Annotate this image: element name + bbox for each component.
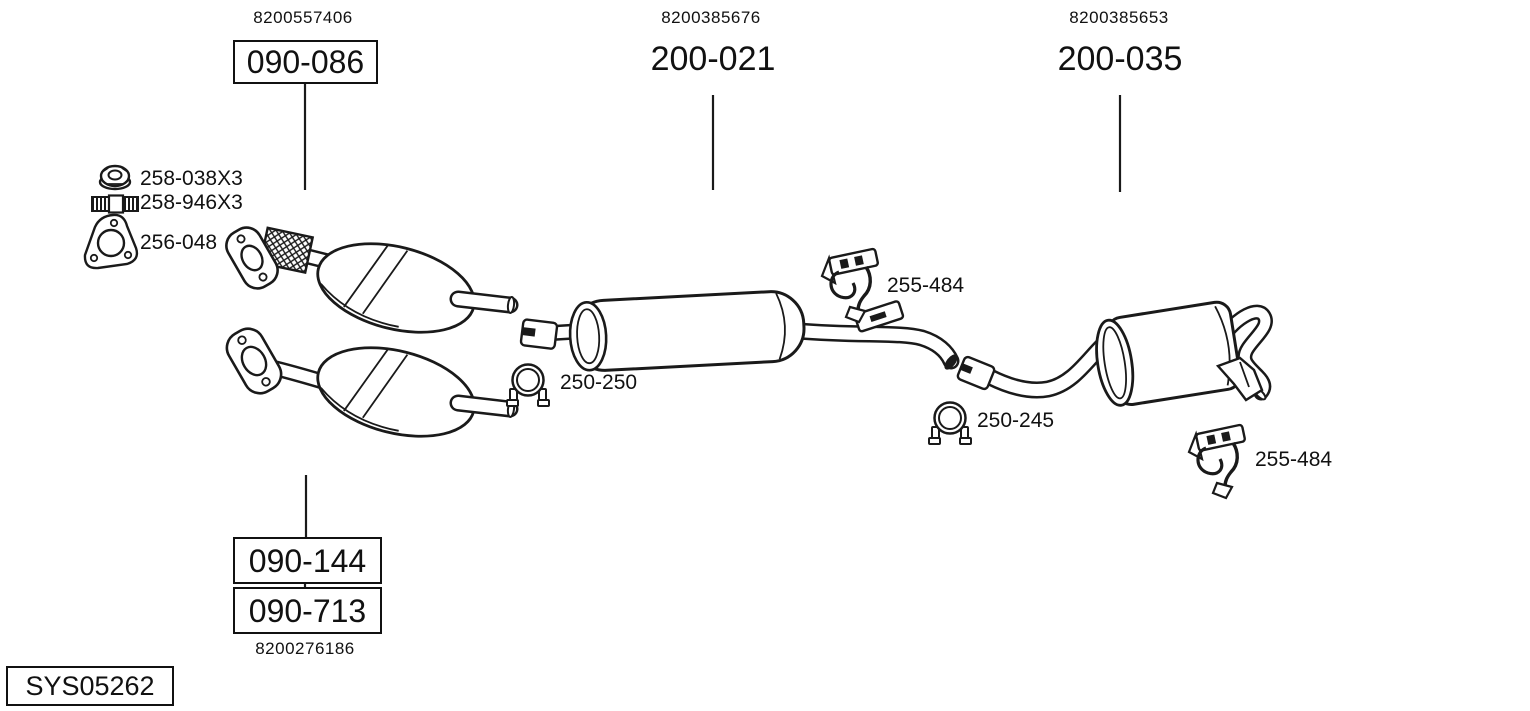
center-inlet-tip	[519, 318, 559, 350]
flange-nut-icon	[98, 164, 132, 191]
catalyst-body-lower	[316, 346, 476, 438]
center-hanger-bracket	[853, 300, 905, 333]
flange-nut-label: 258-038X3	[140, 167, 243, 190]
part-number-rear: 200-035	[1057, 40, 1183, 78]
center-muffler-body	[568, 290, 806, 372]
pipe-clamp-icon	[927, 401, 973, 446]
system-code: SYS05262	[25, 670, 155, 701]
part-number-lower-primary: 090-144	[248, 542, 367, 579]
rear-muffler-body	[1095, 300, 1242, 407]
part-number-box-front: 090-086	[233, 40, 378, 84]
lower-flange	[225, 327, 283, 395]
gasket-label: 256-048	[140, 231, 218, 254]
stud-bolt-label: 258-946X3	[140, 191, 243, 214]
front-flange	[225, 226, 279, 290]
hanger-rear-label: 255-484	[1255, 448, 1333, 471]
catalyst-body-upper	[316, 242, 476, 334]
lower-catalyst-drawing	[225, 327, 519, 438]
front-catalyst-drawing	[225, 226, 519, 334]
center-muffler-drawing	[519, 290, 960, 372]
rear-muffler-drawing	[956, 300, 1273, 407]
system-code-box: SYS05262	[6, 666, 174, 706]
rubber-hanger-icon	[1187, 422, 1248, 500]
oe-number-rear: 8200385653	[1069, 8, 1169, 27]
gasket-icon	[83, 213, 139, 270]
part-number-box-lower-primary: 090-144	[233, 537, 382, 584]
part-number-center: 200-021	[650, 40, 776, 78]
rear-mount-bracket	[1215, 356, 1264, 402]
rear-inlet-tip	[956, 355, 996, 391]
clamp-center-label: 250-250	[560, 371, 638, 394]
oe-number-center: 8200385676	[661, 8, 761, 27]
part-number-lower-alt: 090-713	[248, 592, 367, 629]
hanger-center-label: 255-484	[887, 274, 965, 297]
pipe-clamp-icon	[505, 363, 551, 408]
part-number-box-lower-alt: 090-713	[233, 587, 382, 634]
part-number-front: 090-086	[246, 44, 365, 80]
clamp-rear-label: 250-245	[977, 409, 1055, 432]
stud-bolt-icon	[91, 194, 139, 214]
center-tailpipe-opening	[944, 354, 958, 370]
oe-number-lower: 8200276186	[255, 639, 355, 658]
oe-number-front: 8200557406	[253, 8, 353, 27]
